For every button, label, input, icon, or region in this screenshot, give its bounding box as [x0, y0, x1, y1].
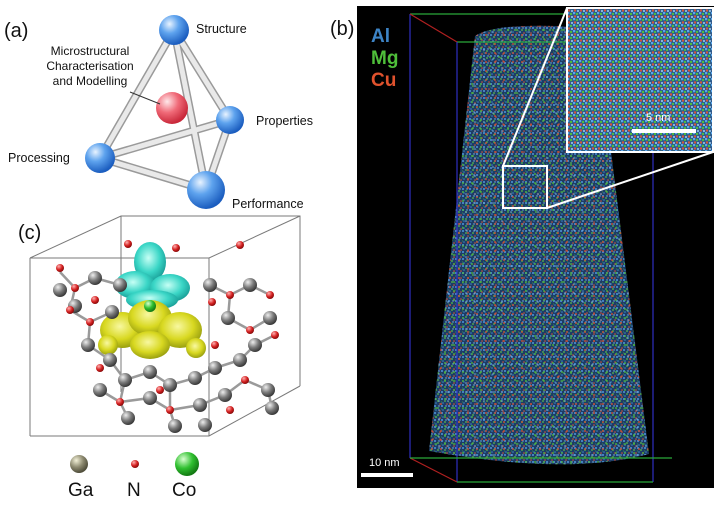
ga-atom-icon: [70, 455, 88, 473]
vertex-label-properties: Properties: [256, 114, 313, 128]
zoom-inset: [566, 7, 714, 153]
element-label-mg: Mg: [371, 48, 399, 69]
ga-atoms: [53, 271, 279, 433]
center-label: Microstructural Characterisation and Mod…: [46, 44, 134, 88]
legend-label-co: Co: [172, 480, 197, 501]
panel-label-c: (c): [18, 222, 42, 244]
charge-density-isosurfaces: [98, 242, 206, 359]
vertex-label-structure: Structure: [196, 22, 247, 36]
performance-node: [187, 171, 225, 209]
inset-scale-label: 5 nm: [646, 112, 671, 124]
vertex-label-performance: Performance: [232, 197, 304, 211]
co-atom-icon: [175, 452, 199, 476]
main-scale-label: 10 nm: [369, 457, 400, 469]
processing-node: [85, 143, 115, 173]
unit-cell-outline: [29, 215, 301, 437]
legend-label-n: N: [127, 480, 141, 501]
atom-probe-image: Al Mg Cu 5 nm 10 nm: [357, 6, 714, 488]
n-atom-icon: [131, 460, 139, 468]
legend-label-ga: Ga: [68, 480, 94, 501]
properties-node: [216, 106, 244, 134]
main-scale-bar: [361, 473, 413, 477]
element-label-al: Al: [371, 26, 390, 47]
center-leader-line: [129, 91, 161, 105]
center-node: [156, 92, 188, 124]
n-atoms: [56, 240, 279, 414]
vertex-label-processing: Processing: [8, 151, 70, 165]
panel-label-b: (b): [330, 18, 355, 40]
panel-label-a: (a): [4, 20, 29, 42]
inset-scale-bar: [632, 129, 696, 133]
structure-node: [159, 15, 189, 45]
element-label-cu: Cu: [371, 70, 397, 91]
co-atom: [144, 300, 156, 312]
zoom-selection-box: [502, 165, 548, 209]
atom-probe-render: [361, 7, 714, 483]
